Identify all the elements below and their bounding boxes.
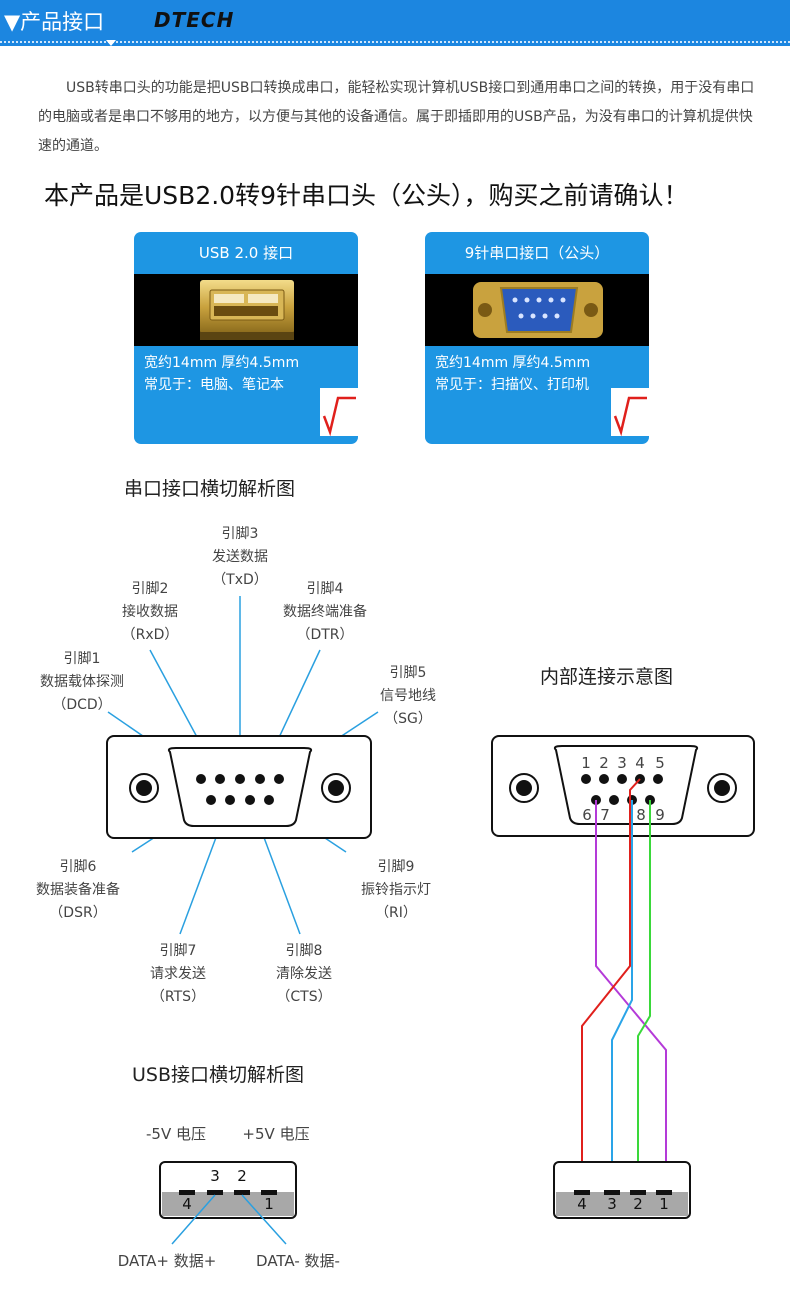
- internal-usb-number-4: 4: [577, 1195, 587, 1213]
- checkmark-icon: [322, 396, 356, 437]
- wire-purple: [595, 800, 667, 1196]
- serial-diagram-title: 串口接口横切解析图: [124, 478, 296, 500]
- db9-plug-icon: [473, 282, 603, 338]
- serial-card-size: 宽约14mm 厚约4.5mm: [435, 355, 591, 371]
- internal-pin-number-5: 5: [655, 754, 665, 772]
- internal-wires: [581, 778, 667, 1196]
- section-header: ▼产品接口 DTECH: [0, 0, 790, 46]
- usb-card-title: USB 2.0 接口: [198, 244, 294, 262]
- brand-logo: DTECH: [154, 8, 235, 32]
- pin7-label: 引脚7 请求发送 （RTS）: [150, 943, 206, 1005]
- usb-card-usage: 常见于：电脑、笔记本: [144, 377, 284, 393]
- section-title: ▼产品接口: [4, 10, 105, 34]
- wire-blue: [611, 800, 633, 1196]
- serial-card-title: 9针串口接口（公头）: [464, 244, 610, 262]
- usb-internal-connector: [553, 1161, 691, 1219]
- pin1-label: 引脚1 数据载体探测 （DCD）: [40, 651, 124, 713]
- wire-red: [581, 778, 641, 1196]
- db9-plug-photo: [425, 274, 649, 346]
- header-dotted-divider: [0, 41, 790, 43]
- usb-plug-icon: [200, 280, 294, 340]
- internal-diagram-title: 内部连接示意图: [540, 666, 674, 688]
- caret-down-icon: [106, 40, 116, 46]
- internal-pin-number-2: 2: [599, 754, 609, 772]
- internal-usb-number-2: 2: [633, 1195, 643, 1213]
- pin8-label: 引脚8 清除发送 （CTS）: [276, 943, 332, 1005]
- checkmark-badge: [611, 388, 649, 437]
- usb-cross-section: [159, 1161, 297, 1219]
- db9-internal-connector: [491, 735, 755, 837]
- internal-usb-number-3: 3: [607, 1195, 617, 1213]
- db9-cross-section: [106, 735, 372, 839]
- usb-interface-card: USB 2.0 接口 宽约14mm 厚约4.5mm 常见于：电脑、笔记本: [134, 232, 358, 444]
- pin5-label: 引脚5 信号地线 （SG）: [380, 665, 436, 727]
- pin2-label: 引脚2 接收数据 （RxD）: [121, 581, 179, 643]
- plus-5v-label: +5V 电压: [242, 1125, 310, 1143]
- internal-pin-number-6: 6: [582, 806, 592, 824]
- intro-paragraph: USB转串口头的功能是把USB口转换成串口，能轻松实现计算机USB接口到通用串口…: [38, 80, 755, 154]
- usb-leader-lines: [171, 1194, 287, 1245]
- pin9-label: 引脚9 振铃指示灯 （RI）: [361, 859, 431, 921]
- internal-pin-number-3: 3: [617, 754, 627, 772]
- headline-notice: 本产品是USB2.0转9针串口头（公头），购买之前请确认！: [44, 181, 689, 210]
- pin3-label: 引脚3 发送数据 （TxD）: [212, 526, 268, 588]
- pin4-label: 引脚4 数据终端准备 （DTR）: [283, 581, 367, 643]
- usb-pin-number-2: 2: [237, 1167, 247, 1185]
- usb-pin-number-4: 4: [182, 1195, 192, 1213]
- usb-plug-photo: [134, 274, 358, 346]
- serial-card-usage: 常见于：扫描仪、打印机: [435, 377, 589, 393]
- usb-diagram-title: USB接口横切解析图: [132, 1064, 305, 1086]
- wire-green: [637, 800, 651, 1196]
- usb-card-size: 宽约14mm 厚约4.5mm: [144, 355, 300, 371]
- usb-pin-number-1: 1: [264, 1195, 274, 1213]
- internal-usb-number-1: 1: [659, 1195, 669, 1213]
- internal-pin-number-7: 7: [600, 806, 610, 824]
- usb-pin-number-3: 3: [210, 1167, 220, 1185]
- internal-pin-number-9: 9: [655, 806, 665, 824]
- serial-interface-card: 9针串口接口（公头） 宽约14mm 厚约4.5mm 常见于：扫描仪、打印机: [425, 232, 649, 444]
- serial-card-specs: 宽约14mm 厚约4.5mm 常见于：扫描仪、打印机: [435, 352, 590, 396]
- checkmark-icon: [613, 396, 647, 437]
- internal-pin-number-1: 1: [581, 754, 591, 772]
- minus-5v-label: -5V 电压: [146, 1125, 206, 1143]
- internal-pin-number-4: 4: [635, 754, 645, 772]
- data-minus-label: DATA- 数据-: [256, 1252, 340, 1270]
- internal-pin-number-8: 8: [636, 806, 646, 824]
- data-plus-label: DATA+ 数据+: [117, 1252, 217, 1270]
- usb-card-specs: 宽约14mm 厚约4.5mm 常见于：电脑、笔记本: [144, 352, 299, 396]
- checkmark-badge: [320, 388, 358, 437]
- pin6-label: 引脚6 数据装备准备 （DSR）: [36, 859, 120, 921]
